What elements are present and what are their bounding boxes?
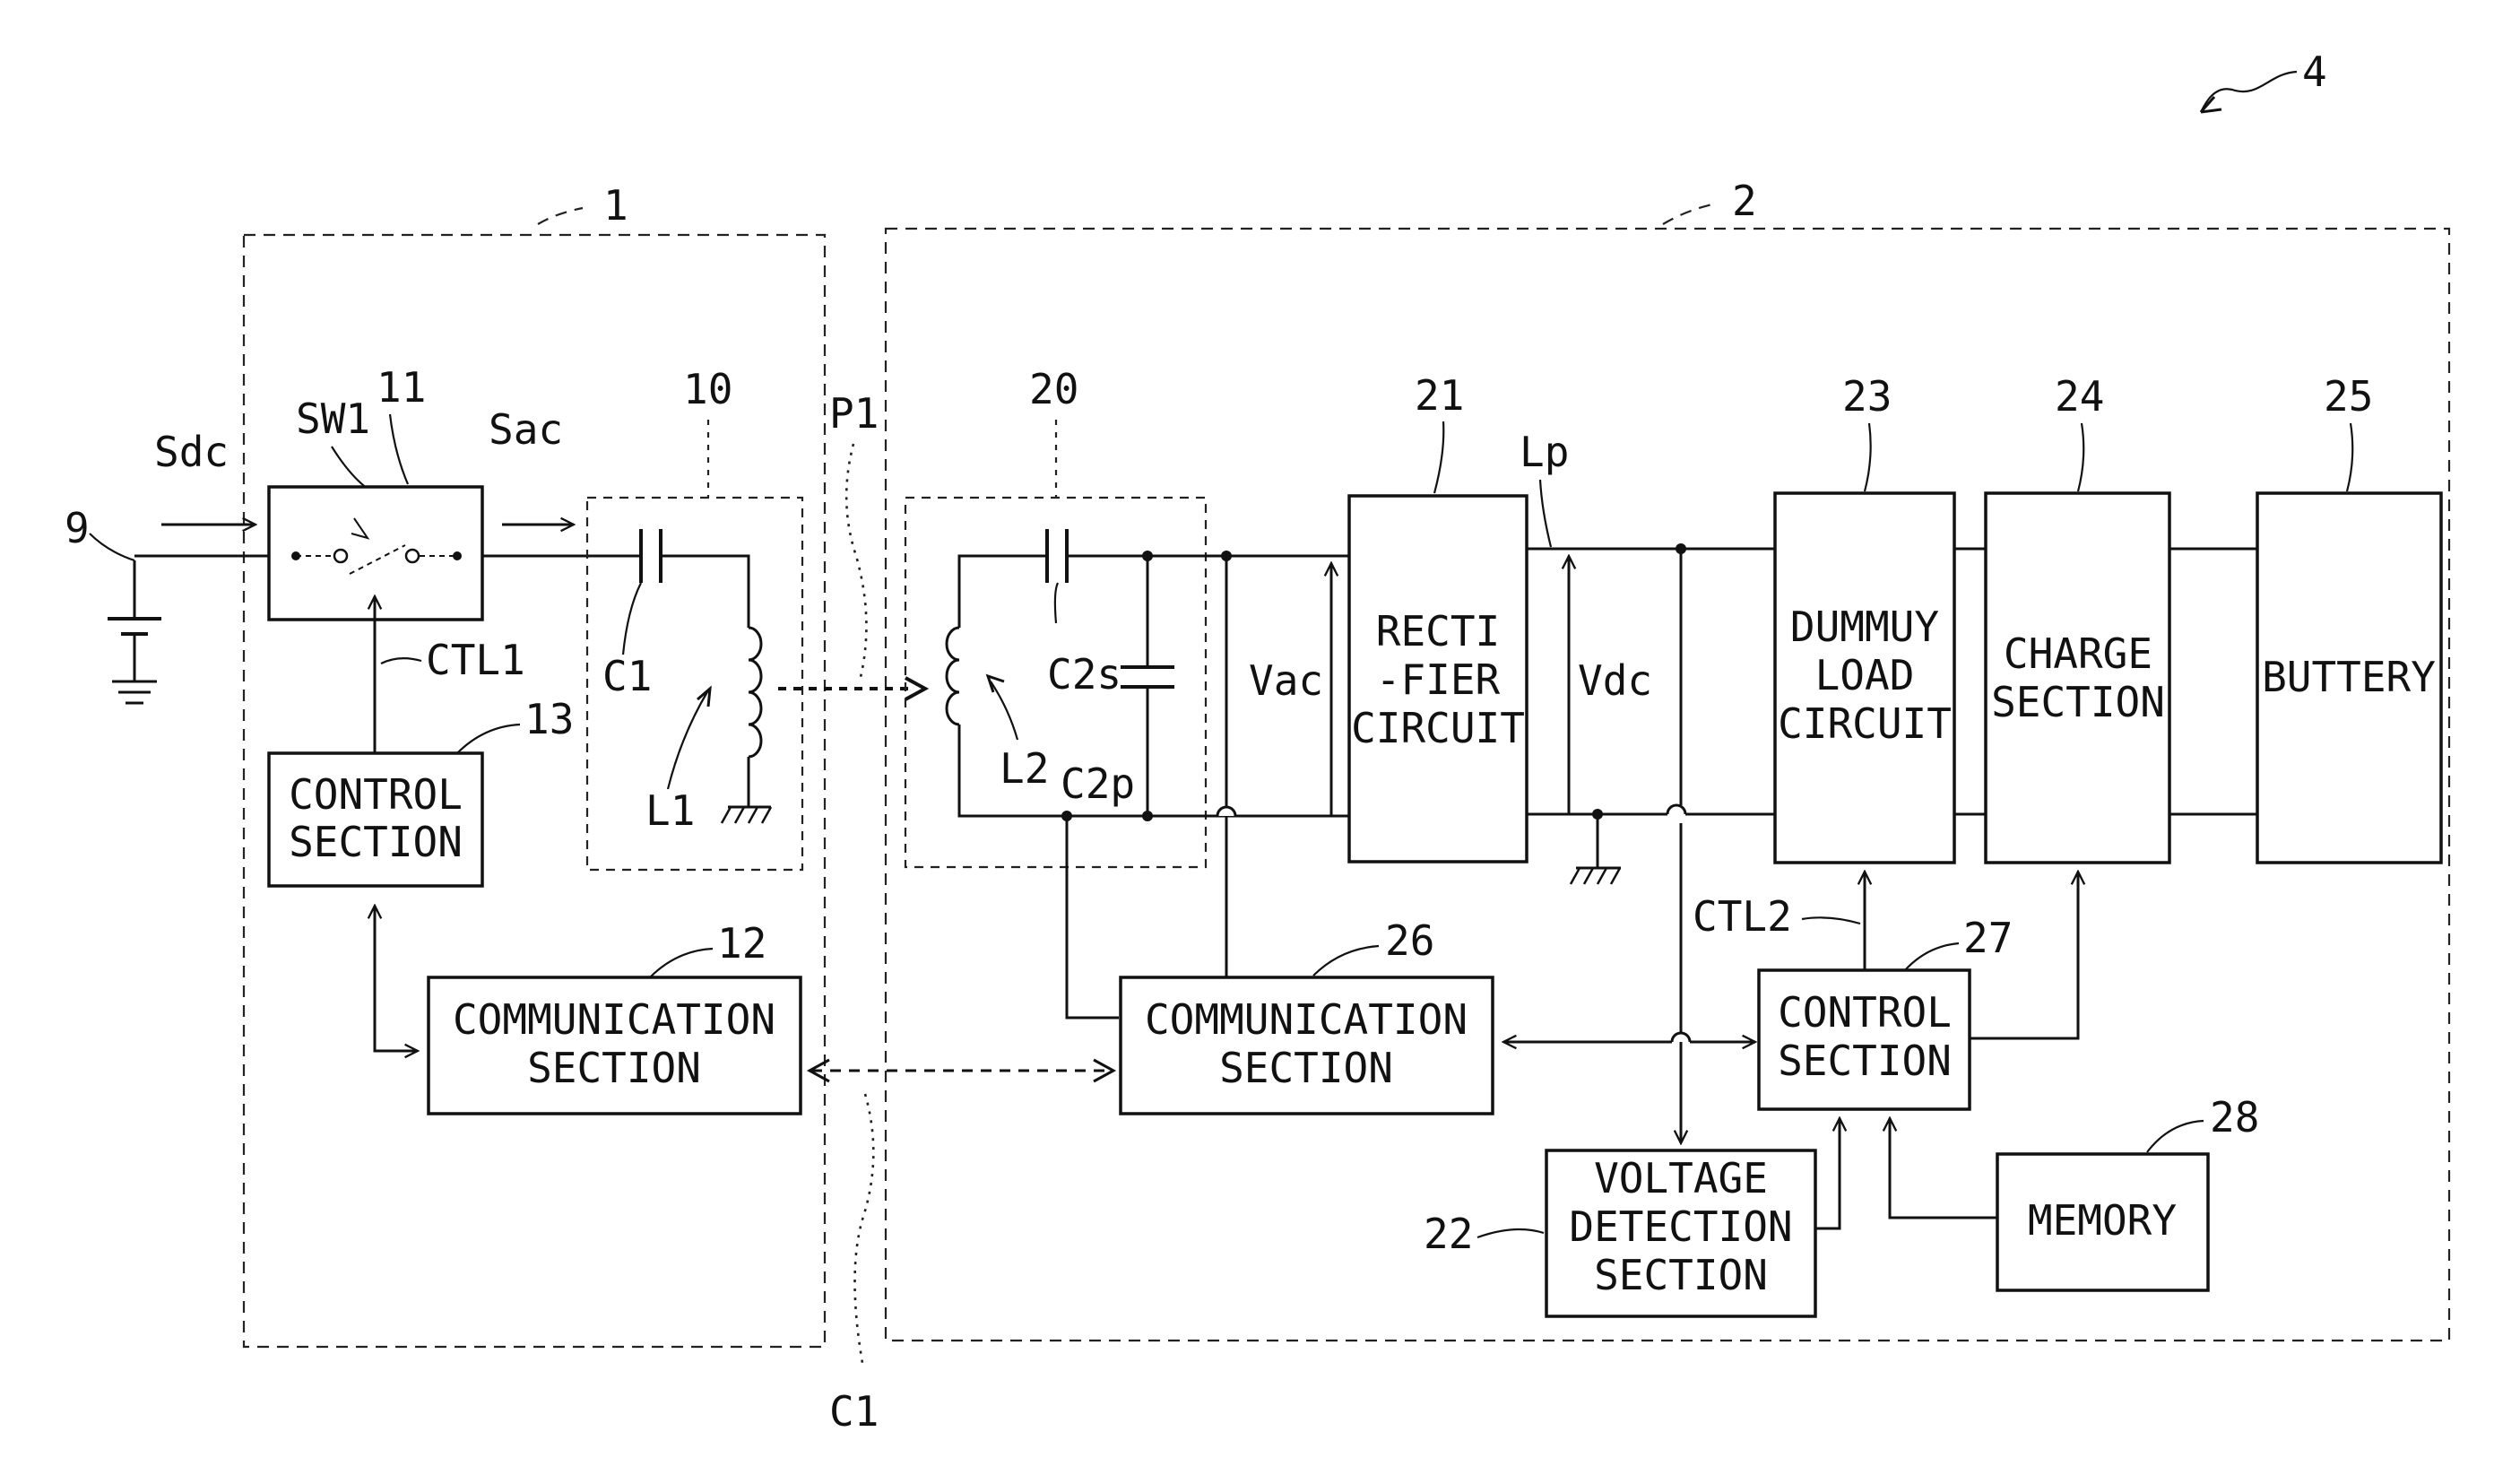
svg-text:CIRCUIT: CIRCUIT <box>1351 704 1525 752</box>
svg-text:26: 26 <box>1385 916 1434 965</box>
svg-text:10: 10 <box>683 365 732 413</box>
wire-dummy-to-charge <box>1954 549 1986 814</box>
svg-text:MEMORY: MEMORY <box>2028 1196 2177 1245</box>
svg-text:21: 21 <box>1415 371 1464 420</box>
svg-text:CONTROL: CONTROL <box>289 770 463 819</box>
svg-text:CTL1: CTL1 <box>426 636 525 684</box>
svg-text:COMMUNICATION: COMMUNICATION <box>1145 995 1468 1044</box>
svg-text:C1: C1 <box>829 1387 879 1436</box>
svg-text:2: 2 <box>1732 177 1757 225</box>
svg-text:20: 20 <box>1029 365 1078 413</box>
svg-text:27: 27 <box>1963 914 2013 962</box>
svg-text:28: 28 <box>2210 1093 2259 1141</box>
svg-text:RECTI: RECTI <box>1376 607 1500 655</box>
svg-text:-FIER: -FIER <box>1376 655 1501 704</box>
wire-charge-to-battery <box>2169 549 2257 814</box>
svg-text:CTL2: CTL2 <box>1693 892 1792 941</box>
svg-text:25: 25 <box>2324 372 2373 421</box>
sac-signal: Sac <box>489 405 574 525</box>
vac-signal: Vac <box>1249 563 1331 816</box>
dummy-load-circuit: 23 DUMMUY LOAD CIRCUIT <box>1775 372 1954 863</box>
svg-text:13: 13 <box>524 695 574 743</box>
svg-text:Lp: Lp <box>1520 428 1569 476</box>
rectifier-circuit: 21 RECTI -FIER CIRCUIT <box>1349 371 1527 862</box>
rx-control-section: 27 CONTROL SECTION <box>1759 914 2013 1109</box>
p1-coupling: P1 <box>829 389 879 677</box>
l1-label: L1 <box>645 786 695 835</box>
svg-text:VOLTAGE: VOLTAGE <box>1594 1154 1768 1202</box>
svg-text:SECTION: SECTION <box>1219 1044 1393 1092</box>
svg-text:DETECTION: DETECTION <box>1569 1202 1792 1251</box>
battery: 25 BUTTERY <box>2257 372 2441 863</box>
svg-text:22: 22 <box>1424 1210 1473 1258</box>
tx-control-comm-link <box>375 906 418 1051</box>
svg-text:SECTION: SECTION <box>527 1044 701 1092</box>
ctl2-signal: CTL2 <box>1693 872 1865 970</box>
svg-text:P1: P1 <box>829 389 879 438</box>
svg-text:9: 9 <box>65 504 90 552</box>
svg-text:LOAD: LOAD <box>1815 651 1915 699</box>
svg-text:SW1: SW1 <box>296 395 370 443</box>
charge-section: 24 CHARGE SECTION <box>1986 372 2169 863</box>
svg-text:COMMUNICATION: COMMUNICATION <box>453 995 775 1044</box>
switch-block: 11 SW1 <box>269 363 482 620</box>
svg-text:4: 4 <box>2302 48 2327 96</box>
tx-resonator: 10 C1 L1 <box>587 365 802 870</box>
svg-text:24: 24 <box>2055 372 2104 421</box>
svg-text:SECTION: SECTION <box>1991 678 2165 726</box>
figure-label: 4 <box>2201 48 2327 112</box>
vdc-signal: Vdc <box>1569 556 1652 814</box>
sdc-signal: Sdc <box>154 428 255 525</box>
svg-text:SECTION: SECTION <box>1594 1251 1768 1299</box>
svg-text:CIRCUIT: CIRCUIT <box>1778 699 1952 748</box>
svg-text:1: 1 <box>603 181 628 230</box>
dc-bus <box>1527 543 1775 884</box>
svg-text:Sac: Sac <box>489 405 563 454</box>
power-source: 9 <box>65 504 269 703</box>
svg-text:Vac: Vac <box>1249 656 1323 705</box>
memory: 28 MEMORY <box>1997 1093 2259 1290</box>
wire-c2p-to-rx-comm <box>1067 816 1119 1018</box>
voltage-detection-section: 22 VOLTAGE DETECTION SECTION <box>1424 1150 1815 1316</box>
l2-label: L2 <box>1000 744 1049 793</box>
c2p-label: C2p <box>1061 759 1135 808</box>
rx-resonator: 20 C2s L2 C2p <box>905 365 1349 867</box>
rx-communication-section: 26 COMMUNICATION SECTION <box>1121 916 1493 1114</box>
svg-text:Sdc: Sdc <box>154 428 229 476</box>
c1-label: C1 <box>602 652 652 700</box>
svg-text:SECTION: SECTION <box>1778 1037 1952 1085</box>
svg-text:CHARGE: CHARGE <box>2004 629 2152 678</box>
memory-to-control <box>1890 1118 1997 1218</box>
svg-text:Vdc: Vdc <box>1578 656 1652 705</box>
tx-control-section: 13 CONTROL SECTION <box>269 695 574 886</box>
svg-text:SECTION: SECTION <box>289 818 463 866</box>
svg-text:23: 23 <box>1842 372 1892 421</box>
voltage-to-control <box>1815 1118 1840 1228</box>
svg-text:CONTROL: CONTROL <box>1778 988 1952 1037</box>
tx-communication-section: 12 COMMUNICATION SECTION <box>429 919 801 1114</box>
svg-text:BUTTERY: BUTTERY <box>2262 653 2436 701</box>
svg-text:12: 12 <box>717 919 766 968</box>
svg-text:11: 11 <box>377 363 426 412</box>
communication-link: C1 <box>810 1060 1113 1436</box>
svg-text:DUMMUY: DUMMUY <box>1790 603 1939 651</box>
c2s-label: C2s <box>1047 650 1121 699</box>
